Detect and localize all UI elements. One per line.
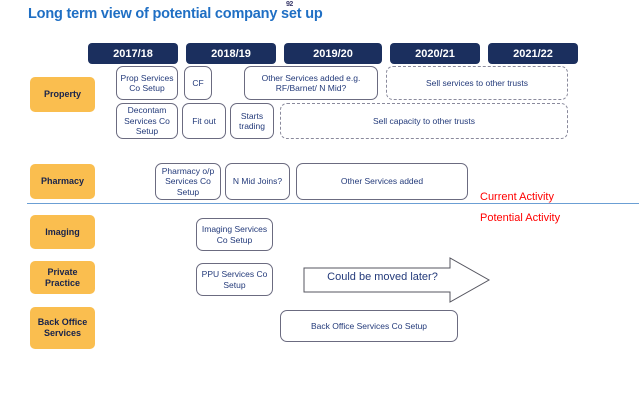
activity-divider-line	[27, 203, 639, 204]
box-prop-services-co-setup: Prop Services Co Setup	[116, 66, 178, 100]
year-header-2019-20: 2019/20	[284, 43, 382, 64]
page-title: Long term view of potential company set …	[28, 6, 323, 22]
box-other-services-added-pharmacy: Other Services added	[296, 163, 468, 200]
row-label-imaging: Imaging	[30, 215, 95, 249]
box-fit-out: Fit out	[182, 103, 226, 139]
box-starts-trading: Starts trading	[230, 103, 274, 139]
box-other-services-added-property: Other Services added e.g. RF/Barnet/ N M…	[244, 66, 378, 100]
year-header-2018-19: 2018/19	[186, 43, 276, 64]
title-artifact-mark: 92	[286, 1, 293, 8]
legend-potential-activity: Potential Activity	[480, 212, 561, 224]
box-imaging-services-co-setup: Imaging Services Co Setup	[196, 218, 273, 251]
box-sell-capacity-to-other-trusts: Sell capacity to other trusts	[280, 103, 568, 139]
box-cf: CF	[184, 66, 212, 100]
could-be-moved-later-arrow: Could be moved later?	[303, 257, 491, 303]
box-back-office-services-co-setup: Back Office Services Co Setup	[280, 310, 458, 342]
box-pharmacy-op-services-co-setup: Pharmacy o/p Services Co Setup	[155, 163, 221, 200]
box-decontam-services-co-setup: Decontam Services Co Setup	[116, 103, 178, 139]
row-label-private-practice: Private Practice	[30, 261, 95, 294]
row-label-pharmacy: Pharmacy	[30, 164, 95, 199]
year-header-2021-22: 2021/22	[488, 43, 578, 64]
box-sell-services-to-other-trusts: Sell services to other trusts	[386, 66, 568, 100]
year-header-2020-21: 2020/21	[390, 43, 480, 64]
arrow-label: Could be moved later?	[327, 271, 438, 283]
box-ppu-services-co-setup: PPU Services Co Setup	[196, 263, 273, 296]
row-label-property: Property	[30, 77, 95, 112]
box-n-mid-joins: N Mid Joins?	[225, 163, 290, 200]
year-header-2017-18: 2017/18	[88, 43, 178, 64]
legend-current-activity: Current Activity	[480, 191, 554, 203]
row-label-back-office-services: Back Office Services	[30, 307, 95, 349]
